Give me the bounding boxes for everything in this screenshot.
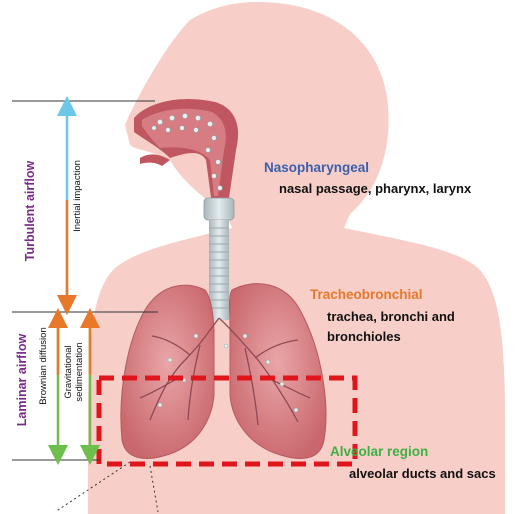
- nasopharyngeal-title: Nasopharyngeal: [264, 160, 369, 175]
- tracheobronchial-desc-line1: trachea, bronchi and: [327, 307, 455, 326]
- turbulent-airflow-label: Turbulent airflow: [22, 151, 38, 271]
- tracheobronchial-title: Tracheobronchial: [310, 287, 423, 302]
- laminar-airflow-label: Laminar airflow: [14, 332, 30, 428]
- alveolar-title: Alveolar region: [330, 444, 428, 459]
- tracheobronchial-desc-line2: bronchioles: [327, 327, 401, 346]
- gravitational-sedimentation-label: Gravitational sedimentation: [63, 326, 87, 418]
- inertial-impaction-label: Inertial impaction: [72, 156, 84, 236]
- nasopharyngeal-desc: nasal passage, pharynx, larynx: [279, 179, 471, 198]
- gravitational-line1: Gravitational: [63, 326, 74, 418]
- brownian-diffusion-label: Brownian diffusion: [38, 322, 50, 410]
- alveolar-desc: alveolar ducts and sacs: [349, 464, 496, 483]
- gravitational-line2: sedimentation: [74, 326, 85, 418]
